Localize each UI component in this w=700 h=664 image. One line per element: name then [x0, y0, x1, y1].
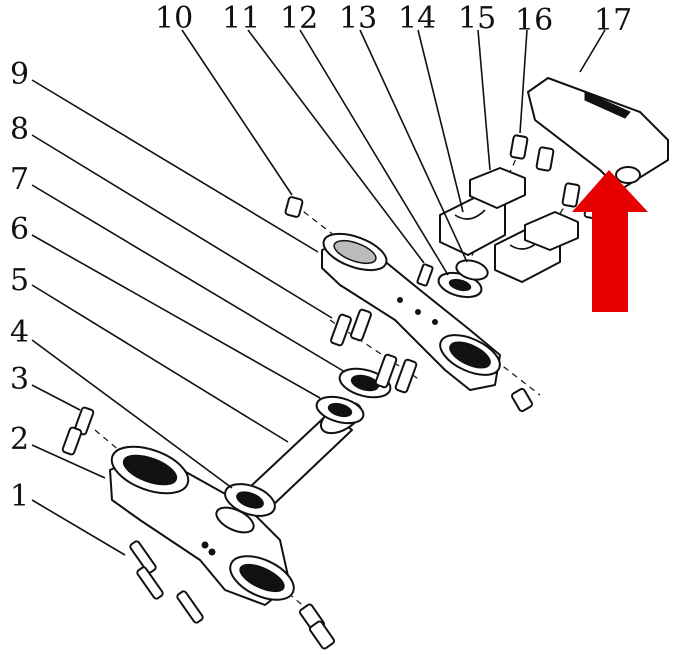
part-1-bolts: [129, 540, 336, 650]
highlight-arrow: [572, 170, 648, 312]
leader-14: [417, 29, 464, 213]
leader-17: [579, 29, 606, 73]
leader-3: [31, 384, 81, 411]
part-13-bushing: [455, 259, 489, 281]
part-6-bearing-seal: [315, 395, 365, 425]
leader-9: [31, 79, 319, 253]
callout-2: 2: [10, 422, 30, 457]
callout-7: 7: [10, 162, 30, 197]
part-8-clamp-bolts: [330, 308, 533, 413]
callout-13: 13: [339, 1, 378, 36]
callout-15: 15: [458, 1, 497, 36]
callout-3: 3: [10, 362, 30, 397]
leader-16: [519, 29, 528, 134]
callout-9: 9: [10, 57, 30, 92]
leader-8: [31, 134, 333, 319]
leader-4: [31, 339, 233, 489]
callout-11: 11: [222, 1, 261, 36]
callout-8: 8: [10, 112, 30, 147]
callout-17: 17: [594, 3, 633, 38]
leader-13: [359, 29, 468, 263]
callout-5: 5: [10, 263, 30, 298]
callout-12: 12: [280, 1, 319, 36]
part-11-pinch-bolt: [416, 263, 434, 287]
part-17-bar-pad-cover: [527, 77, 669, 191]
callout-16: 16: [515, 3, 554, 38]
callout-14: 14: [398, 1, 437, 36]
leader-11: [247, 29, 425, 264]
callout-4: 4: [10, 315, 30, 350]
leader-lines: [31, 29, 606, 556]
part-10-bolt: [284, 196, 304, 218]
part-15-upper-bar-clamp: [469, 167, 579, 251]
leader-5: [31, 284, 289, 443]
part-2-lower-triple-clamp: [109, 445, 295, 606]
part-7-stem-nut: [338, 367, 392, 399]
leader-15: [477, 29, 491, 171]
part-4-bearing: [224, 483, 276, 517]
callout-10: 10: [155, 1, 194, 36]
leader-12: [299, 29, 449, 276]
leader-10: [181, 29, 293, 196]
leader-2: [31, 444, 106, 479]
callout-6: 6: [10, 212, 30, 247]
part-9-upper-triple-clamp: [321, 232, 501, 391]
part-3-bolts: [61, 406, 95, 456]
leader-7: [31, 184, 346, 373]
callout-1: 1: [10, 479, 30, 514]
leader-1: [31, 499, 126, 556]
leader-6: [31, 234, 321, 399]
